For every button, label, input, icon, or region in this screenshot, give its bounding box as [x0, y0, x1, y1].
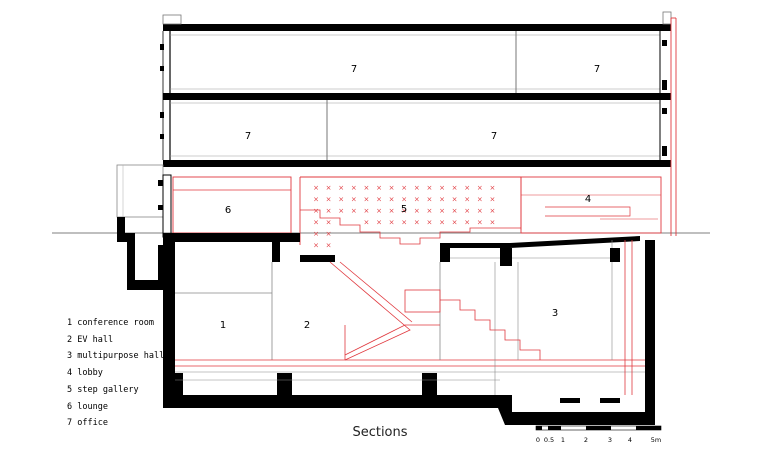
gallery-x-mark: × — [401, 184, 407, 192]
gallery-x-mark: × — [439, 184, 445, 192]
gallery-x-mark: × — [338, 184, 344, 192]
gallery-x-mark: × — [426, 219, 432, 227]
gallery-x-mark: × — [338, 196, 344, 204]
gallery-x-mark: × — [376, 207, 382, 215]
gallery-x-mark: × — [363, 207, 369, 215]
gallery-x-mark: × — [452, 196, 458, 204]
room-label-office: 7 — [351, 64, 357, 75]
gallery-x-mark: × — [464, 207, 470, 215]
room-label-lounge: 6 — [225, 205, 231, 216]
scale-tick-label: 5m — [651, 436, 661, 444]
gallery-x-mark: × — [477, 207, 483, 215]
legend-item: 4 lobby — [67, 368, 103, 379]
step-gallery-marks: × × × × × × × × × × × × × × × × × × × × × × × × × × × × × × × × × × × × × × × ×… — [313, 184, 495, 250]
gallery-x-mark: × — [414, 207, 420, 215]
gallery-x-mark: × — [376, 196, 382, 204]
gallery-x-mark: × — [401, 196, 407, 204]
legend-item: 1 conference room — [67, 318, 154, 328]
scale-bar: 0 0.5 1 2 3 4 5m — [535, 425, 662, 444]
gallery-x-mark: × — [389, 184, 395, 192]
scale-tick-label: 0.5 — [544, 436, 554, 444]
gallery-x-mark: × — [326, 184, 332, 192]
gallery-x-mark: × — [452, 219, 458, 227]
legend-item: 3 multipurpose hall — [67, 351, 165, 362]
room-label-office: 7 — [594, 64, 600, 75]
room-label-lobby: 4 — [585, 194, 591, 205]
legend-item: 5 step gallery — [67, 384, 139, 395]
gallery-x-mark: × — [477, 184, 483, 192]
gallery-x-mark: × — [489, 196, 495, 204]
gallery-x-mark: × — [351, 207, 357, 215]
gallery-x-mark: × — [313, 196, 319, 204]
room-legend: 1 conference room 2 EV hall 3 multipurpo… — [67, 315, 164, 432]
scale-tick-label: 2 — [584, 436, 588, 444]
room-labels: 1 2 3 4 5 6 7 7 7 7 — [220, 64, 600, 331]
gallery-x-mark: × — [326, 230, 332, 238]
scale-tick-label: 3 — [608, 436, 612, 444]
gallery-x-mark: × — [414, 184, 420, 192]
room-label-office: 7 — [245, 131, 251, 142]
gallery-x-mark: × — [464, 219, 470, 227]
gallery-x-mark: × — [426, 196, 432, 204]
legend-item: 6 lounge — [67, 401, 108, 412]
room-label-office: 7 — [491, 131, 497, 142]
upper-floors — [160, 11, 672, 167]
gallery-x-mark: × — [477, 196, 483, 204]
room-label-multipurpose: 3 — [552, 308, 558, 319]
gallery-x-mark: × — [426, 207, 432, 215]
gallery-x-mark: × — [313, 242, 319, 250]
legend-item: 7 office — [67, 418, 108, 429]
ground-floor — [116, 164, 662, 262]
gallery-x-mark: × — [351, 184, 357, 192]
gallery-x-mark: × — [326, 242, 332, 250]
room-label-step-gallery: 5 — [401, 204, 407, 215]
gallery-x-mark: × — [452, 207, 458, 215]
room-label-conference: 1 — [220, 320, 226, 331]
gallery-x-mark: × — [439, 196, 445, 204]
scale-tick-label: 0 — [536, 436, 540, 444]
gallery-x-mark: × — [439, 207, 445, 215]
gallery-x-mark: × — [389, 196, 395, 204]
gallery-x-mark: × — [326, 219, 332, 227]
gallery-x-mark: × — [401, 207, 407, 215]
gallery-x-mark: × — [452, 184, 458, 192]
gallery-x-mark: × — [439, 219, 445, 227]
gallery-x-mark: × — [477, 219, 483, 227]
gallery-x-mark: × — [376, 219, 382, 227]
gallery-x-mark: × — [464, 184, 470, 192]
gallery-x-mark: × — [489, 219, 495, 227]
legend-item: 2 EV hall — [67, 334, 114, 345]
gallery-x-mark: × — [363, 196, 369, 204]
gallery-x-mark: × — [414, 219, 420, 227]
basement — [117, 217, 655, 425]
gallery-x-mark: × — [313, 219, 319, 227]
gallery-x-mark: × — [389, 219, 395, 227]
gallery-x-mark: × — [363, 184, 369, 192]
right-glass-facade — [670, 17, 677, 236]
gallery-x-mark: × — [326, 207, 332, 215]
gallery-x-mark: × — [313, 230, 319, 238]
gallery-x-mark: × — [414, 196, 420, 204]
gallery-x-mark: × — [489, 207, 495, 215]
scale-tick-label: 1 — [561, 436, 565, 444]
drawing-caption: Sections — [352, 425, 408, 440]
scale-tick-label: 4 — [628, 436, 632, 444]
gallery-x-mark: × — [363, 219, 369, 227]
gallery-x-mark: × — [464, 196, 470, 204]
gallery-x-mark: × — [326, 196, 332, 204]
gallery-x-mark: × — [489, 184, 495, 192]
gallery-x-mark: × — [401, 219, 407, 227]
gallery-x-mark: × — [351, 196, 357, 204]
gallery-x-mark: × — [338, 207, 344, 215]
gallery-x-mark: × — [376, 184, 382, 192]
gallery-x-mark: × — [389, 207, 395, 215]
gallery-x-mark: × — [426, 184, 432, 192]
gallery-x-mark: × — [313, 207, 319, 215]
gallery-x-mark: × — [313, 184, 319, 192]
room-label-ev-hall: 2 — [304, 320, 310, 331]
